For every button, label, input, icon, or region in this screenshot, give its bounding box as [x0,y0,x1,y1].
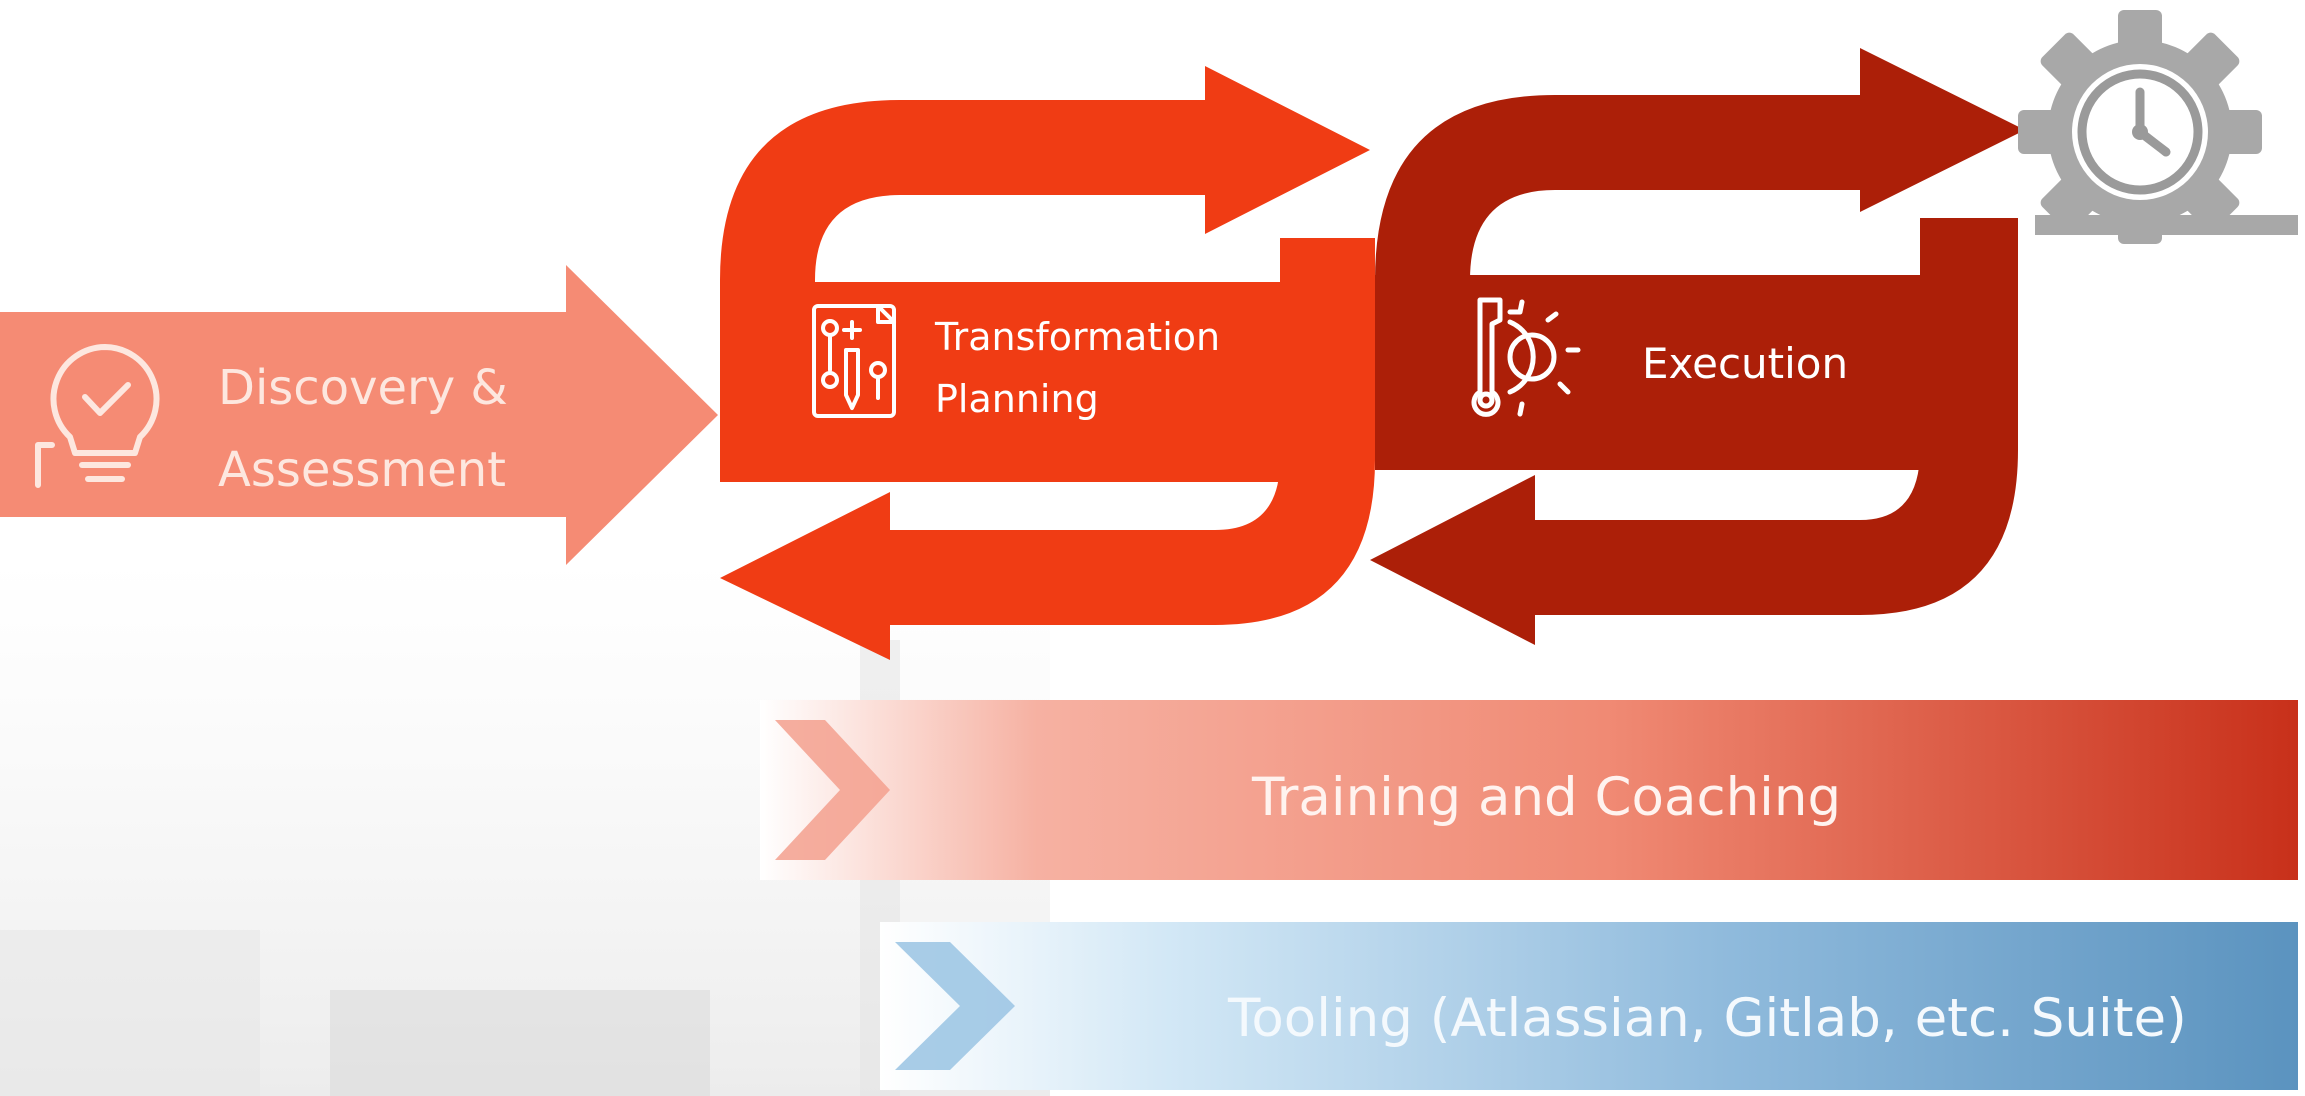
execution-loop [1370,48,2025,645]
training-coaching-label: Training and Coaching [1252,767,1842,828]
wrench-gear-icon [1471,297,1581,417]
gear-clock-icon [2018,10,2298,244]
lightbulb-check-icon [35,344,160,488]
planning-tools-icon [812,304,896,418]
discovery-assessment-label: Discovery & Assessment [218,358,508,500]
execution-label: Execution [1642,339,1849,388]
tooling-band [880,922,2298,1090]
discovery-arrow [0,265,718,565]
transformation-label-line2: Planning [935,376,1099,421]
discovery-label-line1: Discovery & [218,360,508,416]
transformation-planning-label: Transformation Planning [935,314,1220,423]
tooling-label: Tooling (Atlassian, Gitlab, etc. Suite) [1228,988,2187,1049]
training-band [760,700,2298,880]
transformation-label-line1: Transformation [935,315,1221,359]
discovery-label-line2: Assessment [218,442,506,498]
